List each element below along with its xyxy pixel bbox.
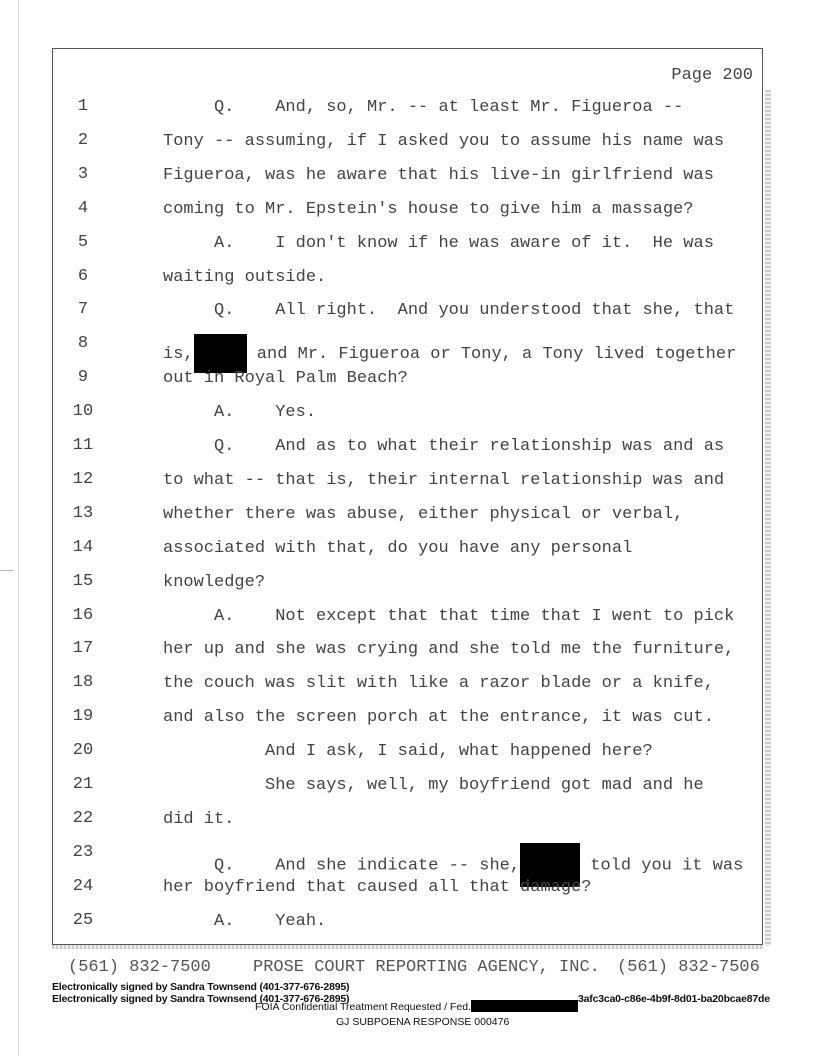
footer-phone-left: (561) 832-7500	[68, 958, 211, 977]
line-text: She says, well, my boyfriend got mad and…	[163, 776, 704, 795]
transcript-line: Q. And as to what their relationship was…	[163, 436, 724, 458]
line-number: 16	[72, 605, 94, 625]
transcript-line: is, and Mr. Figueroa or Tony, a Tony liv…	[163, 334, 737, 374]
transcript-line: She says, well, my boyfriend got mad and…	[163, 775, 704, 797]
page-edge-line	[18, 0, 19, 1056]
line-text: Q. And as to what their relationship was…	[163, 437, 725, 456]
line-text: told you it was	[580, 856, 744, 876]
line-number: 25	[72, 910, 94, 930]
line-number: 13	[72, 503, 94, 523]
line-text: the couch was slit with like a razor bla…	[163, 674, 714, 694]
line-text: out in Royal Palm Beach?	[163, 369, 408, 389]
transcript-line: Figueroa, was he aware that his live-in …	[163, 165, 714, 187]
line-number: 8	[77, 334, 89, 354]
foia-notice: FOIA Confidential Treatment Requested / …	[255, 1001, 471, 1013]
line-number: 17	[72, 639, 94, 659]
transcript-line: out in Royal Palm Beach?	[163, 368, 408, 390]
line-number: 12	[72, 469, 94, 489]
transcript-line: waiting outside.	[163, 267, 326, 289]
transcript-line: did it.	[163, 809, 234, 831]
transcript-frame	[52, 48, 763, 945]
line-text: Tony -- assuming, if I asked you to assu…	[163, 131, 725, 151]
transcript-line: and also the screen porch at the entranc…	[163, 707, 714, 729]
transcript-line: her up and she was crying and she told m…	[163, 639, 734, 661]
line-text: her up and she was crying and she told m…	[163, 640, 735, 660]
line-number: 9	[77, 368, 89, 388]
line-text: A. Yeah.	[163, 911, 327, 931]
line-number: 5	[77, 232, 89, 252]
transcript-line: A. Yes.	[163, 402, 316, 424]
frame-shadow-bottom	[52, 945, 764, 949]
margin-tick	[0, 570, 14, 571]
transcript-line: Q. And she indicate -- she, told you it …	[163, 842, 744, 887]
document-hash: 3afc3ca0-c86e-4b9f-8d01-ba20bcae87de	[578, 993, 770, 1005]
line-number: 19	[72, 707, 94, 727]
transcript-line: Tony -- assuming, if I asked you to assu…	[163, 131, 724, 153]
electronic-signature-2: Electronically signed by Sandra Townsend…	[52, 993, 350, 1005]
bates-number: GJ SUBPOENA RESPONSE 000476	[336, 1016, 510, 1028]
line-text: did it.	[163, 809, 235, 829]
line-number: 7	[77, 300, 89, 320]
transcript-line: A. I don't know if he was aware of it. H…	[163, 233, 714, 255]
line-text: associated with that, do you have any pe…	[163, 538, 633, 558]
line-number: 6	[77, 266, 89, 286]
page-number-header: Page 200	[671, 66, 753, 85]
line-number: 1	[77, 97, 89, 116]
line-text: whether there was abuse, either physical…	[163, 504, 684, 524]
line-text: is,	[163, 345, 194, 365]
transcript-line: Q. And, so, Mr. -- at least Mr. Figueroa…	[163, 97, 683, 119]
transcript-line: And I ask, I said, what happened here?	[163, 741, 653, 763]
line-text: Figueroa, was he aware that his live-in …	[163, 165, 714, 185]
line-number: 24	[72, 876, 94, 896]
line-text: and Mr. Figueroa or Tony, a Tony lived t…	[246, 345, 737, 365]
line-text: Q. And she indicate -- she,	[163, 856, 521, 876]
transcript-line: coming to Mr. Epstein's house to give hi…	[163, 199, 694, 221]
redaction-box	[520, 842, 581, 887]
line-text: and also the screen porch at the entranc…	[163, 708, 714, 728]
line-text: A. I don't know if he was aware of it. H…	[163, 233, 714, 253]
footer-agency: PROSE COURT REPORTING AGENCY, INC.	[253, 958, 600, 977]
line-text: knowledge?	[163, 572, 266, 592]
electronic-signature-1: Electronically signed by Sandra Townsend…	[52, 981, 350, 993]
line-number: 14	[72, 537, 94, 557]
frame-shadow-right	[765, 90, 771, 946]
line-number: 15	[72, 571, 94, 591]
transcript-line: knowledge?	[163, 572, 265, 594]
transcript-line: to what -- that is, their internal relat…	[163, 470, 724, 492]
line-text: her boyfriend that caused all that damag…	[163, 877, 592, 897]
line-number: 20	[72, 741, 94, 761]
line-text: coming to Mr. Epstein's house to give hi…	[163, 199, 694, 219]
line-number: 2	[77, 130, 89, 150]
line-number: 11	[72, 436, 94, 455]
footer-phone-right: (561) 832-7506	[617, 958, 760, 977]
line-number: 10	[72, 402, 94, 422]
line-text: And I ask, I said, what happened here?	[163, 742, 653, 762]
line-number: 22	[72, 808, 94, 828]
line-text: Q. And, so, Mr. -- at least Mr. Figueroa…	[163, 98, 684, 117]
transcript-line: associated with that, do you have any pe…	[163, 538, 632, 560]
line-text: waiting outside.	[163, 267, 327, 287]
transcript-line: her boyfriend that caused all that damag…	[163, 877, 591, 899]
line-number: 18	[72, 673, 94, 693]
line-text: to what -- that is, their internal relat…	[163, 470, 725, 490]
line-text: A. Not except that that time that I went…	[163, 606, 735, 626]
line-number: 4	[77, 198, 89, 218]
transcript-line: A. Not except that that time that I went…	[163, 606, 734, 628]
line-text: A. Yes.	[163, 403, 317, 423]
transcript-line: A. Yeah.	[163, 911, 326, 933]
line-number: 23	[72, 842, 94, 862]
line-text: Q. All right. And you understood that sh…	[163, 301, 735, 321]
redaction-box	[193, 334, 247, 374]
transcript-line: whether there was abuse, either physical…	[163, 504, 683, 526]
line-number: 21	[72, 775, 94, 794]
redaction-box-foia	[471, 1000, 578, 1012]
line-number: 3	[77, 164, 89, 184]
transcript-line: the couch was slit with like a razor bla…	[163, 673, 714, 695]
transcript-line: Q. All right. And you understood that sh…	[163, 300, 734, 322]
